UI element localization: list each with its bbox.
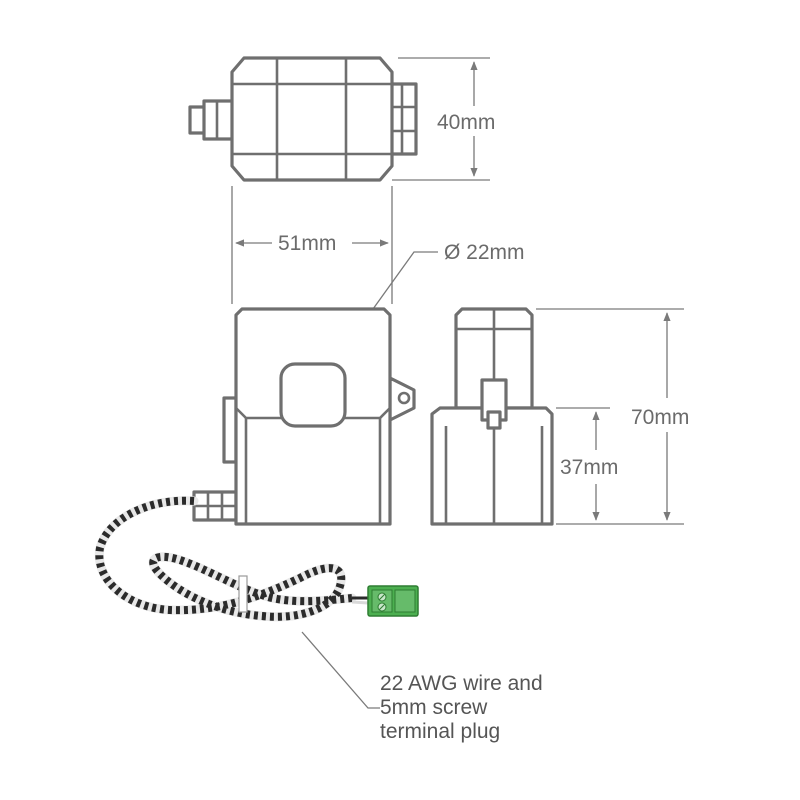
width-label: 51mm bbox=[278, 232, 336, 255]
wire-tie bbox=[238, 575, 248, 613]
twisted-wire bbox=[94, 496, 369, 622]
wire-callout-line2: 5mm screw bbox=[380, 696, 488, 719]
aperture-opening bbox=[279, 362, 347, 428]
depth-label: 40mm bbox=[437, 111, 495, 134]
aperture-label: Ø 22mm bbox=[444, 241, 525, 264]
top-view-connector bbox=[188, 99, 236, 141]
top-view-body bbox=[230, 56, 394, 182]
height-total-dimension: 70mm bbox=[536, 308, 689, 525]
side-view bbox=[430, 307, 554, 526]
wire-callout-line1: 22 AWG wire and bbox=[380, 672, 543, 695]
front-view bbox=[192, 307, 416, 526]
top-view bbox=[188, 56, 418, 182]
terminal-plug bbox=[367, 585, 419, 617]
depth-dimension: 40mm bbox=[392, 57, 495, 181]
height-base-dimension: 37mm bbox=[556, 407, 618, 521]
height-total-label: 70mm bbox=[631, 406, 689, 429]
front-view-connector bbox=[192, 490, 238, 522]
wire-callout: 22 AWG wire and 5mm screw terminal plug bbox=[301, 631, 543, 743]
wire-callout-line3: terminal plug bbox=[380, 720, 500, 743]
width-dimension: 51mm bbox=[231, 186, 393, 304]
side-view-base bbox=[430, 406, 554, 526]
height-base-label: 37mm bbox=[560, 456, 618, 479]
